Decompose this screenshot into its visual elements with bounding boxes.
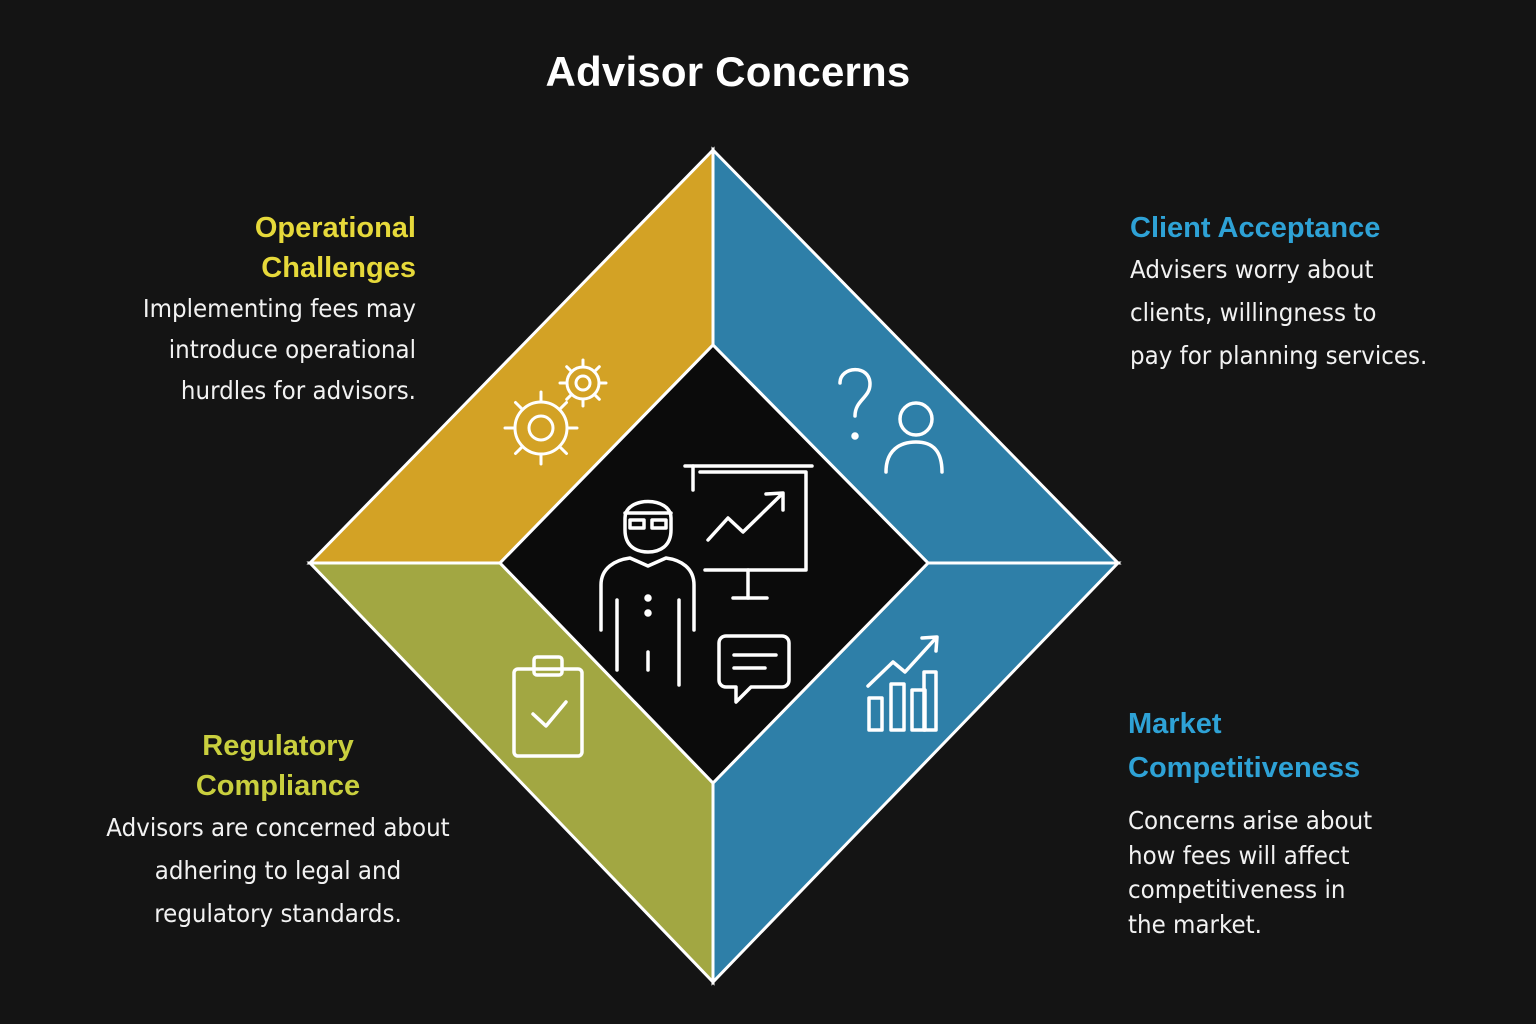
client-heading-line: Client Acceptance bbox=[1130, 212, 1381, 244]
market-description-line: how fees will affect bbox=[1128, 840, 1350, 870]
regulatory-heading: Regulatory Compliance bbox=[60, 726, 496, 806]
client-heading: Client Acceptance bbox=[1130, 208, 1510, 248]
market-heading-line: Competitiveness bbox=[1128, 752, 1361, 784]
gears-icon bbox=[503, 358, 608, 466]
market-heading: Market Competitiveness bbox=[1128, 702, 1508, 790]
market-heading-line: Market bbox=[1128, 708, 1222, 740]
question-person-icon bbox=[838, 368, 944, 474]
regulatory-heading-line: Regulatory bbox=[202, 730, 354, 762]
client-description-line: Advisers worry about bbox=[1130, 255, 1374, 284]
market-description-line: Concerns arise about bbox=[1128, 806, 1373, 835]
market-description: Concerns arise about how fees will affec… bbox=[1128, 804, 1478, 942]
diagram-title: Advisor Concerns bbox=[545, 48, 911, 95]
operational-description: Implementing fees may introduce operatio… bbox=[88, 288, 416, 411]
operational-heading-line: Operational bbox=[254, 212, 416, 244]
growth-bar-chart-icon bbox=[866, 635, 939, 732]
advisor-person-icon bbox=[599, 499, 696, 687]
regulatory-description-line: adhering to legal and bbox=[154, 856, 402, 885]
regulatory-compliance-block: Regulatory Compliance Advisors are conce… bbox=[60, 726, 496, 935]
chat-bubble-icon bbox=[717, 634, 791, 704]
regulatory-description-line: regulatory standards. bbox=[154, 899, 402, 928]
client-description-line: pay for planning services. bbox=[1130, 341, 1428, 370]
operational-heading: Operational Challenges bbox=[60, 208, 416, 288]
operational-description-line: introduce operational bbox=[168, 335, 416, 364]
client-acceptance-block: Client Acceptance Advisers worry about c… bbox=[1130, 208, 1510, 377]
clipboard-check-icon bbox=[512, 655, 584, 758]
operational-description-line: hurdles for advisors. bbox=[180, 376, 416, 405]
regulatory-description: Advisors are concerned about adhering to… bbox=[77, 806, 478, 935]
operational-description-line: Implementing fees may bbox=[142, 294, 416, 323]
presentation-board-icon bbox=[683, 464, 814, 600]
market-description-line: competitiveness in bbox=[1128, 875, 1346, 904]
market-description-line: the market. bbox=[1128, 909, 1263, 939]
client-description-line: clients, willingness to bbox=[1130, 298, 1377, 327]
regulatory-description-line: Advisors are concerned about bbox=[106, 813, 450, 842]
client-description: Advisers worry about clients, willingnes… bbox=[1130, 248, 1480, 377]
operational-challenges-block: Operational Challenges Implementing fees… bbox=[60, 208, 416, 411]
market-competitiveness-block: Market Competitiveness Concerns arise ab… bbox=[1128, 702, 1508, 942]
regulatory-heading-line: Compliance bbox=[195, 770, 361, 802]
operational-heading-line: Challenges bbox=[261, 252, 416, 284]
center-diamond bbox=[497, 342, 931, 786]
